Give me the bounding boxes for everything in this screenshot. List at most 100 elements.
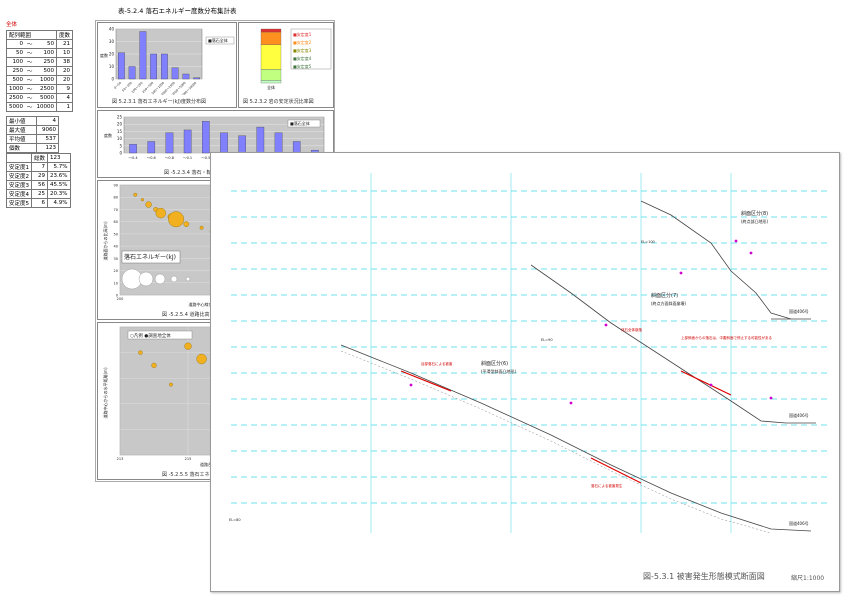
fig4-ytick: 30 [114, 257, 118, 261]
fig1-legend-box [205, 36, 235, 45]
rock-marker [679, 271, 683, 275]
stats-cell: 537 [36, 133, 59, 144]
fig4-ytick: 20 [114, 269, 118, 273]
table-cell: 2500 [6, 92, 25, 103]
fig3-legend: ■落石全体 [290, 120, 310, 126]
fig4-point [183, 221, 190, 227]
note-text: 浮石全体崩落 [621, 327, 642, 332]
fig2-segment [260, 31, 282, 45]
fig2-legend-item: ■安定度2 [293, 39, 312, 45]
note-text: 上部斜面からの落石は、中腹斜面で停止する可能性がある [681, 335, 772, 340]
fig3-xtick: ～0.5 [201, 156, 210, 160]
note-text: 落石による被害発生 [591, 483, 623, 488]
fig1-ytick: 10 [109, 64, 115, 69]
stats-cell: 平均値 [6, 133, 37, 144]
risk-segment [680, 370, 732, 396]
fig3-bar [238, 135, 246, 154]
cross-section-sheet: 斜面区分(8)(終点部凸地形)斜面区分(7)(終点方面斜面崩壊)斜面区分(6)(… [210, 152, 840, 592]
fig1-ytick: 40 [109, 27, 115, 32]
stability-cell: 安定度3 [6, 179, 32, 190]
elevation-label: EL=100 [641, 240, 655, 244]
table-cell: 21 [56, 38, 74, 49]
stability-cell: 安定度5 [6, 197, 32, 208]
table-cell: 9 [56, 83, 74, 94]
stability-cell: 25 [30, 188, 49, 199]
table-cell: ～ [25, 56, 35, 67]
stability-cell: 45.5% [47, 179, 71, 190]
fig2-chart: 全体■安定度1■安定度2■安定度3■安定度4■安定度5 [260, 28, 332, 90]
table-cell: ～ [25, 83, 35, 94]
fig3-bar [165, 132, 174, 154]
rock-marker [769, 396, 773, 400]
table-cell: 20 [56, 74, 74, 85]
table-cell: 250 [34, 56, 58, 67]
fig4-ytick: 90 [114, 184, 118, 188]
stability-cell: 5.7% [47, 161, 71, 172]
fig4-ytick: 80 [114, 196, 118, 200]
rock-marker [749, 251, 753, 255]
road-label-c: 国道406号 [789, 520, 809, 526]
fig4-ytick: 50 [114, 232, 118, 236]
fig3-ytick: 25 [117, 115, 123, 120]
fig4-energy-box [121, 250, 181, 264]
fig1-caption: 図 5.2.3.1 落石エネルギー(kJ)度数分布図 [112, 99, 206, 105]
fig3-bar [147, 141, 156, 154]
stats-cell: 最小値 [6, 115, 37, 126]
table-cell: 500 [34, 65, 58, 76]
elevation-label: EL=90 [541, 338, 553, 342]
fig2-legend-item: ■安定度1 [293, 31, 312, 37]
fig4-energy-label: 落石エネルギー(kJ) [124, 253, 176, 261]
stability-cell: 29 [30, 170, 49, 181]
fig2-segment [260, 80, 282, 84]
fig2-xtick: 全体 [267, 84, 275, 90]
table-cell: 50 [6, 47, 25, 58]
stability-cell: 安定度2 [6, 170, 32, 181]
stability-cell: 4.9% [47, 197, 71, 208]
fig4-xtick: 200 [117, 297, 124, 301]
table-cell: ～ [25, 38, 35, 49]
table-cell: 1 [56, 101, 74, 112]
fig3-bar [256, 126, 265, 154]
stability-cell: 20.3% [47, 188, 71, 199]
fig3-ytick: 0 [119, 151, 122, 156]
rock-marker [604, 323, 608, 327]
fig1-ytick: 30 [109, 39, 115, 44]
total-value: 123 [47, 152, 71, 163]
stats-cell: 123 [36, 142, 59, 153]
fig3-ytick: 15 [117, 129, 123, 134]
stats-cell: 9060 [36, 124, 59, 135]
rock-marker [734, 239, 738, 243]
fig3-xtick: ～0.6 [147, 156, 156, 160]
risk-segment [590, 457, 642, 484]
fig2-segment [260, 69, 282, 81]
slope-c [340, 344, 812, 532]
fig3-xtick: ～0.4 [129, 156, 139, 160]
table-cell: 2500 [34, 83, 58, 94]
fig3-bar [183, 129, 192, 154]
fig5-caption: 図 -5.2.5.5 落石エネルギー平面分布図 [162, 472, 250, 478]
cross-section-scale: 縮尺1:1000 [791, 575, 825, 582]
fig2-legend-item: ■安定度5 [293, 63, 312, 69]
fig5-xtick: 213 [117, 457, 124, 461]
fig5-point [169, 382, 173, 387]
fig2-segment [260, 28, 282, 33]
table-cell: 10 [56, 47, 74, 58]
fig5-point [196, 353, 207, 365]
stability-cell: 6 [30, 197, 49, 208]
table-cell: 250 [6, 65, 25, 76]
fig1-ytick: 0 [111, 77, 114, 82]
